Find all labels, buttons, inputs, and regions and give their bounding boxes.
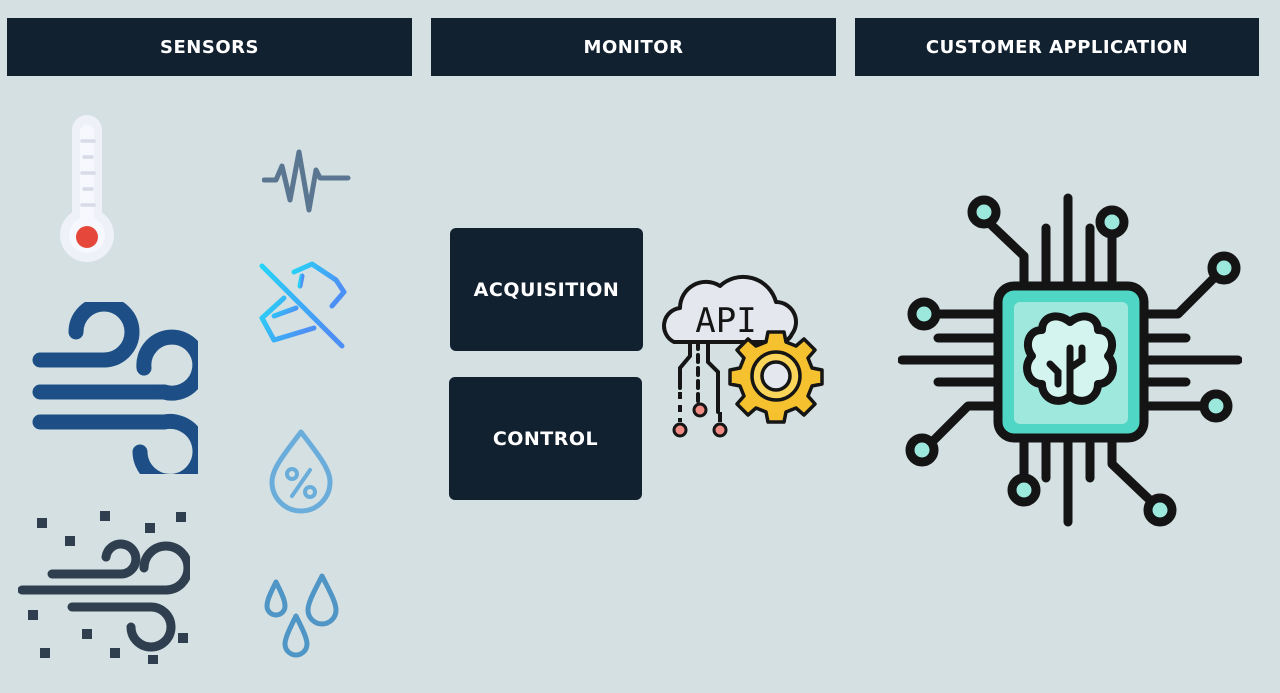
sensors-header-label: SENSORS xyxy=(160,36,259,58)
rain-drops-icon xyxy=(262,572,342,664)
thermometer-icon xyxy=(58,113,116,265)
acquisition-label: ACQUISITION xyxy=(473,278,620,301)
acquisition-block: ACQUISITION xyxy=(450,228,643,351)
customer-application-header-label: CUSTOMER APPLICATION xyxy=(925,36,1189,58)
dust-wind-icon xyxy=(18,508,190,664)
tilt-box-icon xyxy=(252,258,352,354)
api-text: API xyxy=(695,301,756,341)
monitor-header-label: MONITOR xyxy=(583,36,684,58)
humidity-drop-icon xyxy=(266,428,336,514)
control-block: CONTROL xyxy=(449,377,642,500)
cloud-api-gear-icon: API xyxy=(658,272,828,442)
customer-application-header: CUSTOMER APPLICATION xyxy=(855,18,1259,76)
monitor-header: MONITOR xyxy=(431,18,836,76)
vibration-wave-icon xyxy=(262,148,352,214)
sensors-header: SENSORS xyxy=(7,18,412,76)
ai-brain-chip-icon xyxy=(898,188,1242,532)
wind-icon xyxy=(32,302,198,474)
control-label: CONTROL xyxy=(492,427,599,450)
